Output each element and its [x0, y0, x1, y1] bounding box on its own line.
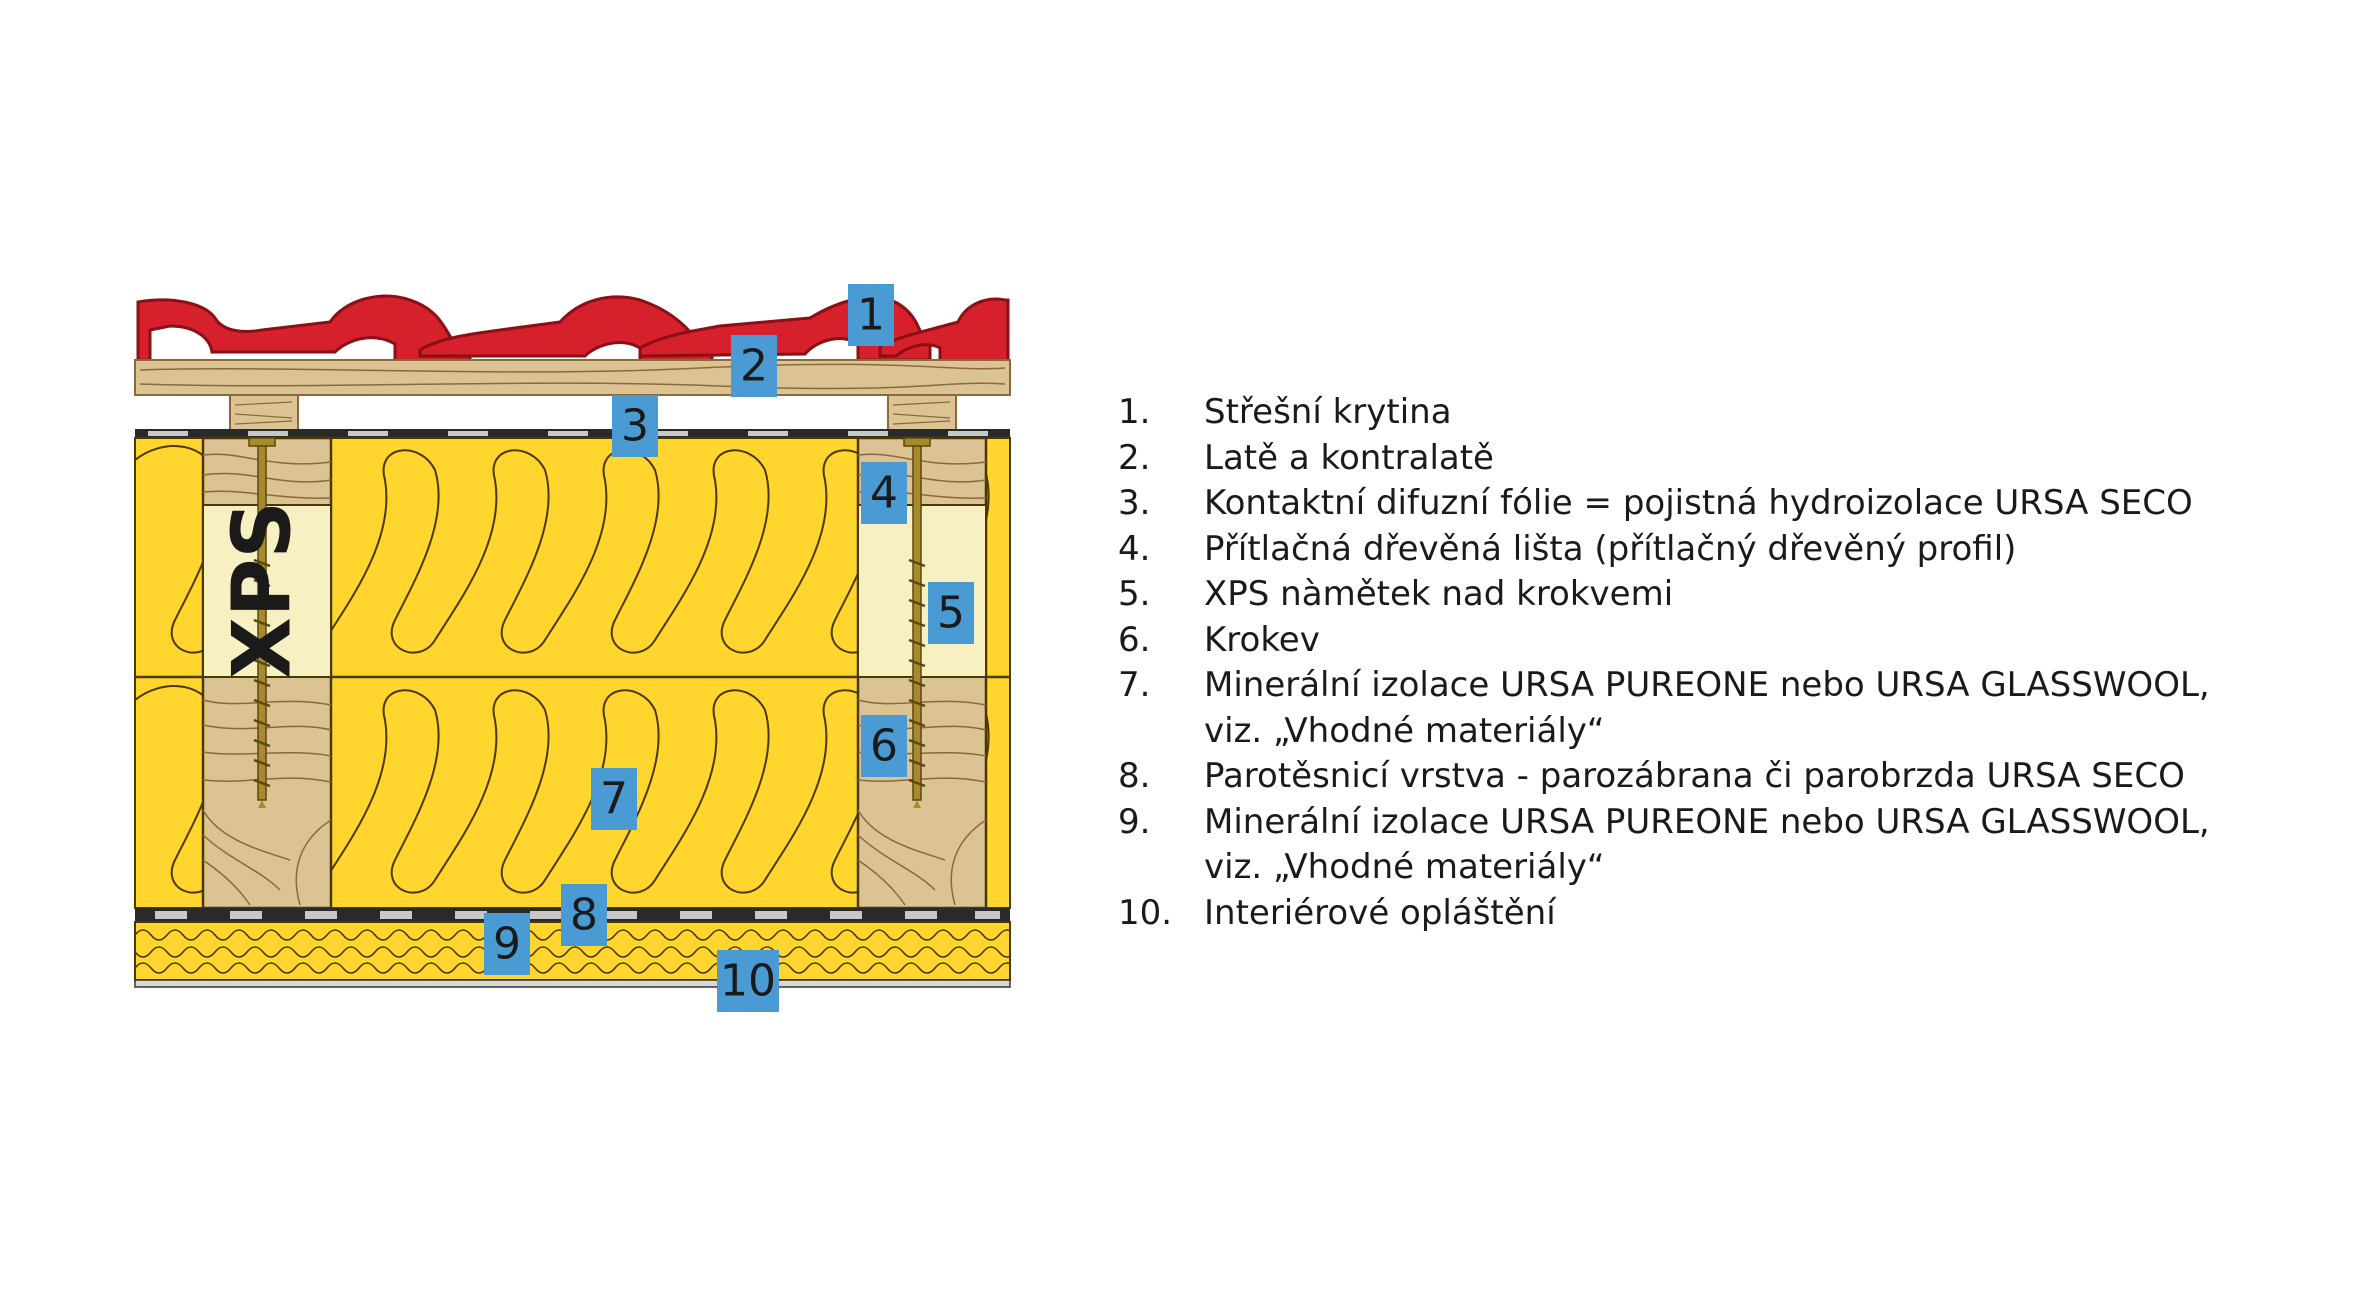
legend-number: 7. [1118, 665, 1151, 705]
legend-number: 6. [1118, 619, 1151, 660]
legend-item: 9. Minerální izolace URSA PUREONE nebo UR… [1118, 800, 2210, 846]
legend-item: 2. Latě a kontralatě [1118, 436, 2210, 482]
svg-text:4: 4 [870, 468, 898, 519]
legend-number: 2. [1118, 437, 1151, 478]
svg-text:1: 1 [857, 290, 885, 341]
legend-text: Latě a kontralatě [1204, 437, 1494, 478]
legend-item: 3. Kontaktní difuzní fólie = pojistná hyd… [1118, 481, 2210, 527]
legend-item: 4. Přítlačná dřevěná lišta (přítlačný dře… [1118, 527, 2210, 573]
diffusion-foil [135, 429, 1010, 438]
legend-number: 8. [1118, 756, 1151, 796]
legend-number: 4. [1118, 528, 1151, 569]
tag-5: 5 [928, 582, 974, 644]
tag-8: 8 [561, 884, 607, 946]
interior-cladding [134, 979, 1011, 988]
legend-text: Interiérové opláštění [1204, 892, 1556, 933]
battens-board [134, 359, 1011, 396]
svg-text:5: 5 [937, 588, 965, 639]
svg-text:7: 7 [600, 774, 628, 825]
roof-tiles [136, 294, 1010, 364]
tag-3: 3 [612, 395, 658, 457]
svg-text:9: 9 [493, 919, 521, 970]
legend-text: Minerální izolace URSA PUREONE nebo URSA… [1204, 801, 2210, 842]
svg-text:2: 2 [740, 341, 768, 392]
tag-2: 2 [731, 335, 777, 397]
screws [248, 437, 931, 808]
tag-1: 1 [848, 284, 894, 346]
legend-item-continued: viz. „Vhodné materiály“ [1118, 709, 2210, 755]
svg-text:10: 10 [720, 956, 776, 1007]
legend-item: 8. Parotěsnicí vrstva - parozábrana či pa… [1118, 754, 2210, 800]
legend-number: 3. [1118, 483, 1151, 523]
legend-item: 6. Krokev [1118, 618, 2210, 664]
legend-text: XPS nàmětek nad krokvemi [1204, 574, 1674, 614]
legend-text: Krokev [1204, 619, 1320, 660]
tag-9: 9 [484, 913, 530, 975]
legend-item: 7. Minerální izolace URSA PUREONE nebo UR… [1118, 663, 2210, 709]
tag-6: 6 [861, 715, 907, 777]
legend-text: Střešní krytina [1204, 392, 1452, 432]
legend-text: viz. „Vhodné materiály“ [1204, 710, 1605, 751]
svg-text:3: 3 [621, 401, 649, 452]
legend-item-continued: viz. „Vhodné materiály“ [1118, 845, 2210, 891]
legend-text: viz. „Vhodné materiály“ [1204, 847, 1605, 887]
legend-text: Kontaktní difuzní fólie = pojistná hydro… [1204, 483, 2193, 523]
legend-number: 10. [1118, 892, 1173, 933]
tag-10: 10 [717, 950, 779, 1012]
legend-text: Minerální izolace URSA PUREONE nebo URSA… [1204, 665, 2210, 705]
legend-number: 9. [1118, 801, 1151, 842]
tag-7: 7 [591, 768, 637, 830]
rafter-left [201, 436, 333, 910]
legend-number: 5. [1118, 574, 1151, 614]
legend-item: 5. XPS nàmětek nad krokvemi [1118, 572, 2210, 618]
svg-text:8: 8 [570, 890, 598, 941]
legend-number: 1. [1118, 392, 1151, 432]
legend-list: 1. Střešní krytina 2. Latě a kontralatě 3.… [1118, 390, 2210, 936]
xps-label: XPS [216, 501, 309, 679]
tag-4: 4 [861, 462, 907, 524]
legend-text: Přítlačná dřevěná lišta (přítlačný dřevě… [1204, 528, 2017, 569]
legend-item: 1. Střešní krytina [1118, 390, 2210, 436]
legend-item: 10. Interiérové opláštění [1118, 891, 2210, 937]
counter-battens [229, 394, 957, 432]
svg-text:6: 6 [870, 721, 898, 772]
legend-text: Parotěsnicí vrstva - parozábrana či paro… [1204, 756, 2185, 796]
